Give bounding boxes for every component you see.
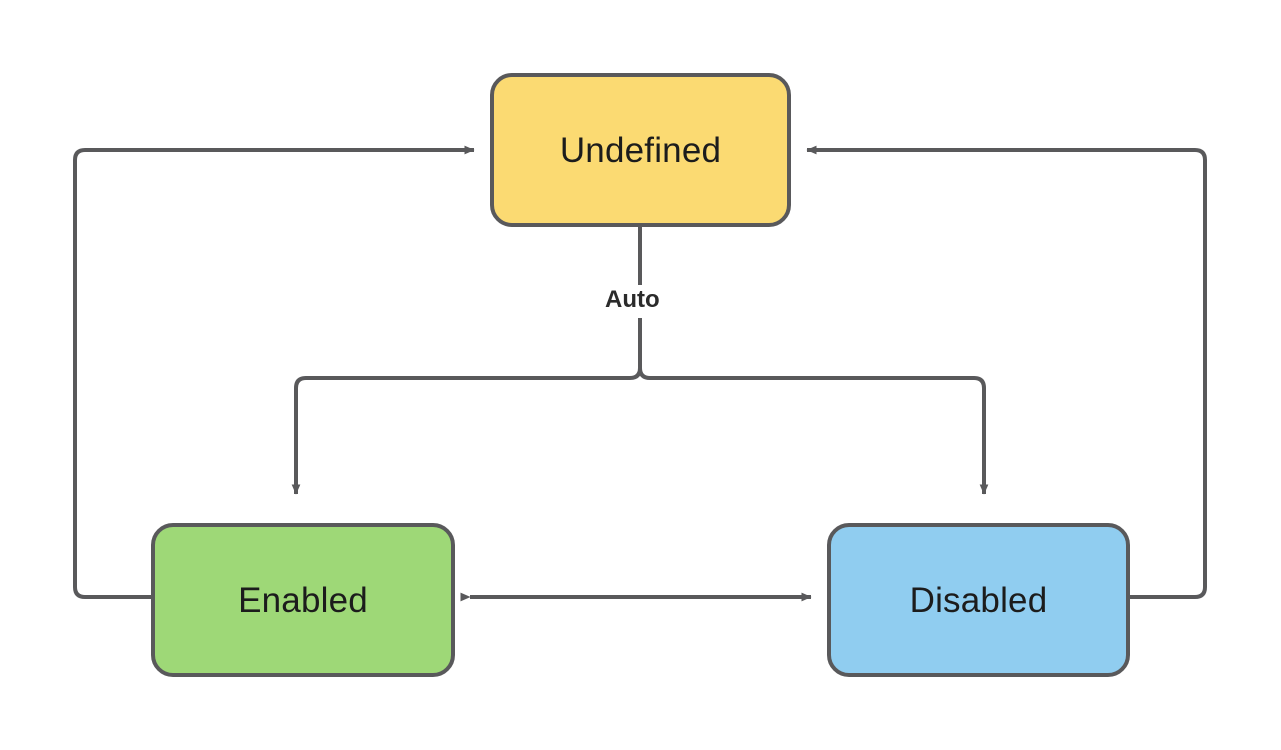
- state-node-enabled[interactable]: Enabled: [151, 523, 455, 677]
- state-node-enabled-label: Enabled: [238, 580, 368, 620]
- state-node-disabled[interactable]: Disabled: [827, 523, 1130, 677]
- state-node-disabled-label: Disabled: [909, 580, 1048, 620]
- state-node-undefined[interactable]: Undefined: [490, 73, 791, 227]
- state-node-undefined-label: Undefined: [559, 130, 722, 170]
- edge-auto-fork: [291, 227, 989, 495]
- edge-label-auto: Auto: [597, 285, 668, 316]
- edge-enabled-to-undefined: [73, 145, 475, 599]
- edge-disabled-to-undefined: [806, 145, 1207, 599]
